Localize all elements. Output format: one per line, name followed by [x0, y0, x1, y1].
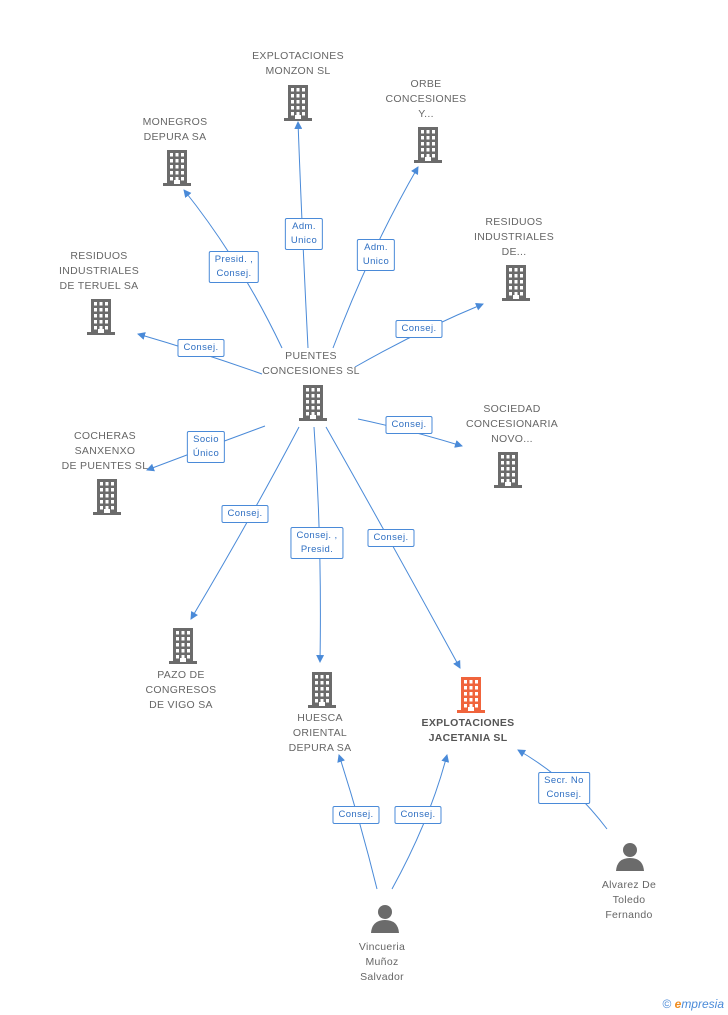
node-label-line: PUENTES [285, 350, 337, 362]
edge-role-label[interactable]: Consej. [177, 339, 225, 357]
building-icon[interactable] [308, 672, 336, 708]
edge-role-label[interactable]: Consej. [221, 505, 269, 523]
building-icon[interactable] [457, 677, 485, 713]
edge-role-label[interactable]: Consej. [332, 806, 380, 824]
node-label-line: SOCIEDAD [483, 403, 541, 415]
node-label-line: DE... [501, 246, 527, 258]
node-label-line: Vincueria [358, 941, 406, 953]
building-icon[interactable] [169, 628, 197, 664]
edge-role-text: Consej. [401, 323, 437, 334]
node-label-pazo-congresos[interactable]: PAZO DE CONGRESOS DE VIGO SA [146, 668, 217, 713]
edge-role-label[interactable]: Consej. [367, 529, 415, 547]
node-label-residuos-industriales-de[interactable]: RESIDUOS INDUSTRIALES DE... [474, 215, 554, 260]
edge-role-label[interactable]: Secr. No Consej. [538, 772, 590, 804]
node-label-line: CONCESIONES [385, 93, 467, 105]
edge-puentes-concesiones-to-explotaciones-jacetania [325, 426, 461, 669]
node-label-puentes-concesiones[interactable]: PUENTES CONCESIONES SL [262, 349, 360, 379]
edge-role-label[interactable]: Adm. Unico [356, 239, 396, 271]
node-label-line: CONCESIONARIA [466, 418, 558, 430]
node-label-line: Muñoz [365, 956, 399, 968]
edge-role-text: Consej. [216, 268, 252, 279]
node-label-line: MONEGROS [142, 116, 208, 128]
building-icon[interactable] [414, 127, 442, 163]
node-label-line: COCHERAS [74, 430, 136, 442]
edge-role-text: Unico [362, 256, 390, 267]
edge-role-text: Adm. [364, 242, 388, 253]
node-label-line: ORIENTAL [292, 727, 348, 739]
edge-role-label[interactable]: Consej. [385, 416, 433, 434]
building-icon[interactable] [93, 479, 121, 515]
edge-role-label[interactable]: Consej. , Presid. [290, 527, 344, 559]
edge-role-label[interactable]: Consej. [394, 806, 442, 824]
building-icon[interactable] [502, 265, 530, 301]
node-label-sociedad-concesionaria[interactable]: SOCIEDAD CONCESIONARIA NOVO... [466, 402, 558, 447]
edge-role-label[interactable]: Adm. Unico [284, 218, 324, 250]
person-icon[interactable] [615, 841, 645, 871]
node-label-line: ORBE [410, 78, 442, 90]
node-label-line: MONZON SL [265, 65, 331, 77]
node-label-line: DE VIGO SA [149, 699, 213, 711]
node-label-explotaciones-jacetania[interactable]: EXPLOTACIONES JACETANIA SL [422, 716, 515, 746]
person-icon[interactable] [370, 903, 400, 933]
edge-role-text: Consej. [373, 532, 409, 543]
node-label-line: INDUSTRIALES [473, 231, 555, 243]
building-icon[interactable] [494, 452, 522, 488]
node-label-line: INDUSTRIALES [58, 265, 140, 277]
edge-role-text: Consej. [227, 508, 263, 519]
edge-role-text: Único [192, 448, 220, 459]
node-label-line: NOVO... [491, 433, 533, 445]
brand-e: e [674, 997, 682, 1011]
node-label-line: Salvador [360, 971, 404, 983]
node-label-line: EXPLOTACIONES [421, 717, 515, 729]
copyright-symbol: © [662, 997, 672, 1011]
node-label-line: EXPLOTACIONES [252, 50, 344, 62]
building-icon[interactable] [87, 299, 115, 335]
node-label-line: SANXENXO [74, 445, 136, 457]
node-label-line: Fernando [605, 909, 653, 921]
node-label-residuos-teruel[interactable]: RESIDUOS INDUSTRIALES DE TERUEL SA [59, 249, 139, 294]
edge-role-text: Adm. [292, 221, 316, 232]
building-icon[interactable] [299, 385, 327, 421]
node-label-line: DE PUENTES SL [61, 460, 149, 472]
building-icon[interactable] [284, 85, 312, 121]
edge-role-text: Socio [193, 434, 219, 445]
node-label-explotaciones-monzon[interactable]: EXPLOTACIONES MONZON SL [252, 49, 344, 79]
edge-role-text: Consej. [338, 809, 374, 820]
edge-role-text: Presid. [300, 544, 334, 555]
node-label-line: DEPURA SA [143, 131, 207, 143]
node-label-line: RESIDUOS [70, 250, 128, 262]
edge-role-text: Unico [290, 235, 318, 246]
node-label-line: HUESCA [297, 712, 343, 724]
edge-role-text: Consej. [546, 789, 582, 800]
brand-rest: mpresia [681, 997, 724, 1011]
node-label-line: JACETANIA SL [428, 732, 508, 744]
node-label-line: DE TERUEL SA [59, 280, 139, 292]
edge-role-text: Presid. , [214, 254, 254, 265]
edge-role-text: Secr. No [544, 775, 584, 786]
node-label-line: RESIDUOS [485, 216, 543, 228]
edge-role-label[interactable]: Consej. [395, 320, 443, 338]
node-label-monegros-depura[interactable]: MONEGROS DEPURA SA [143, 115, 208, 145]
edge-role-text: Consej. [400, 809, 436, 820]
edge-role-text: Consej. , [296, 530, 338, 541]
edge-role-label[interactable]: Presid. , Consej. [208, 251, 260, 283]
node-label-line: Alvarez De [601, 879, 657, 891]
node-label-huesca-oriental[interactable]: HUESCA ORIENTAL DEPURA SA [289, 711, 352, 756]
edge-role-text: Consej. [183, 342, 219, 353]
node-label-line: PAZO DE [157, 669, 205, 681]
node-label-orbe-concesiones[interactable]: ORBE CONCESIONES Y... [386, 77, 467, 122]
empresia-watermark: © empresia [662, 997, 724, 1011]
edge-role-text: Consej. [391, 419, 427, 430]
node-label-line: Y... [418, 108, 434, 120]
node-label-line: CONGRESOS [145, 684, 217, 696]
building-icon[interactable] [163, 150, 191, 186]
node-label-cocheras-sanxenxo[interactable]: COCHERAS SANXENXO DE PUENTES SL [62, 429, 149, 474]
node-label-line: DEPURA SA [288, 742, 352, 754]
node-label-line: Toledo [612, 894, 646, 906]
node-label-line: CONCESIONES SL [262, 365, 360, 377]
